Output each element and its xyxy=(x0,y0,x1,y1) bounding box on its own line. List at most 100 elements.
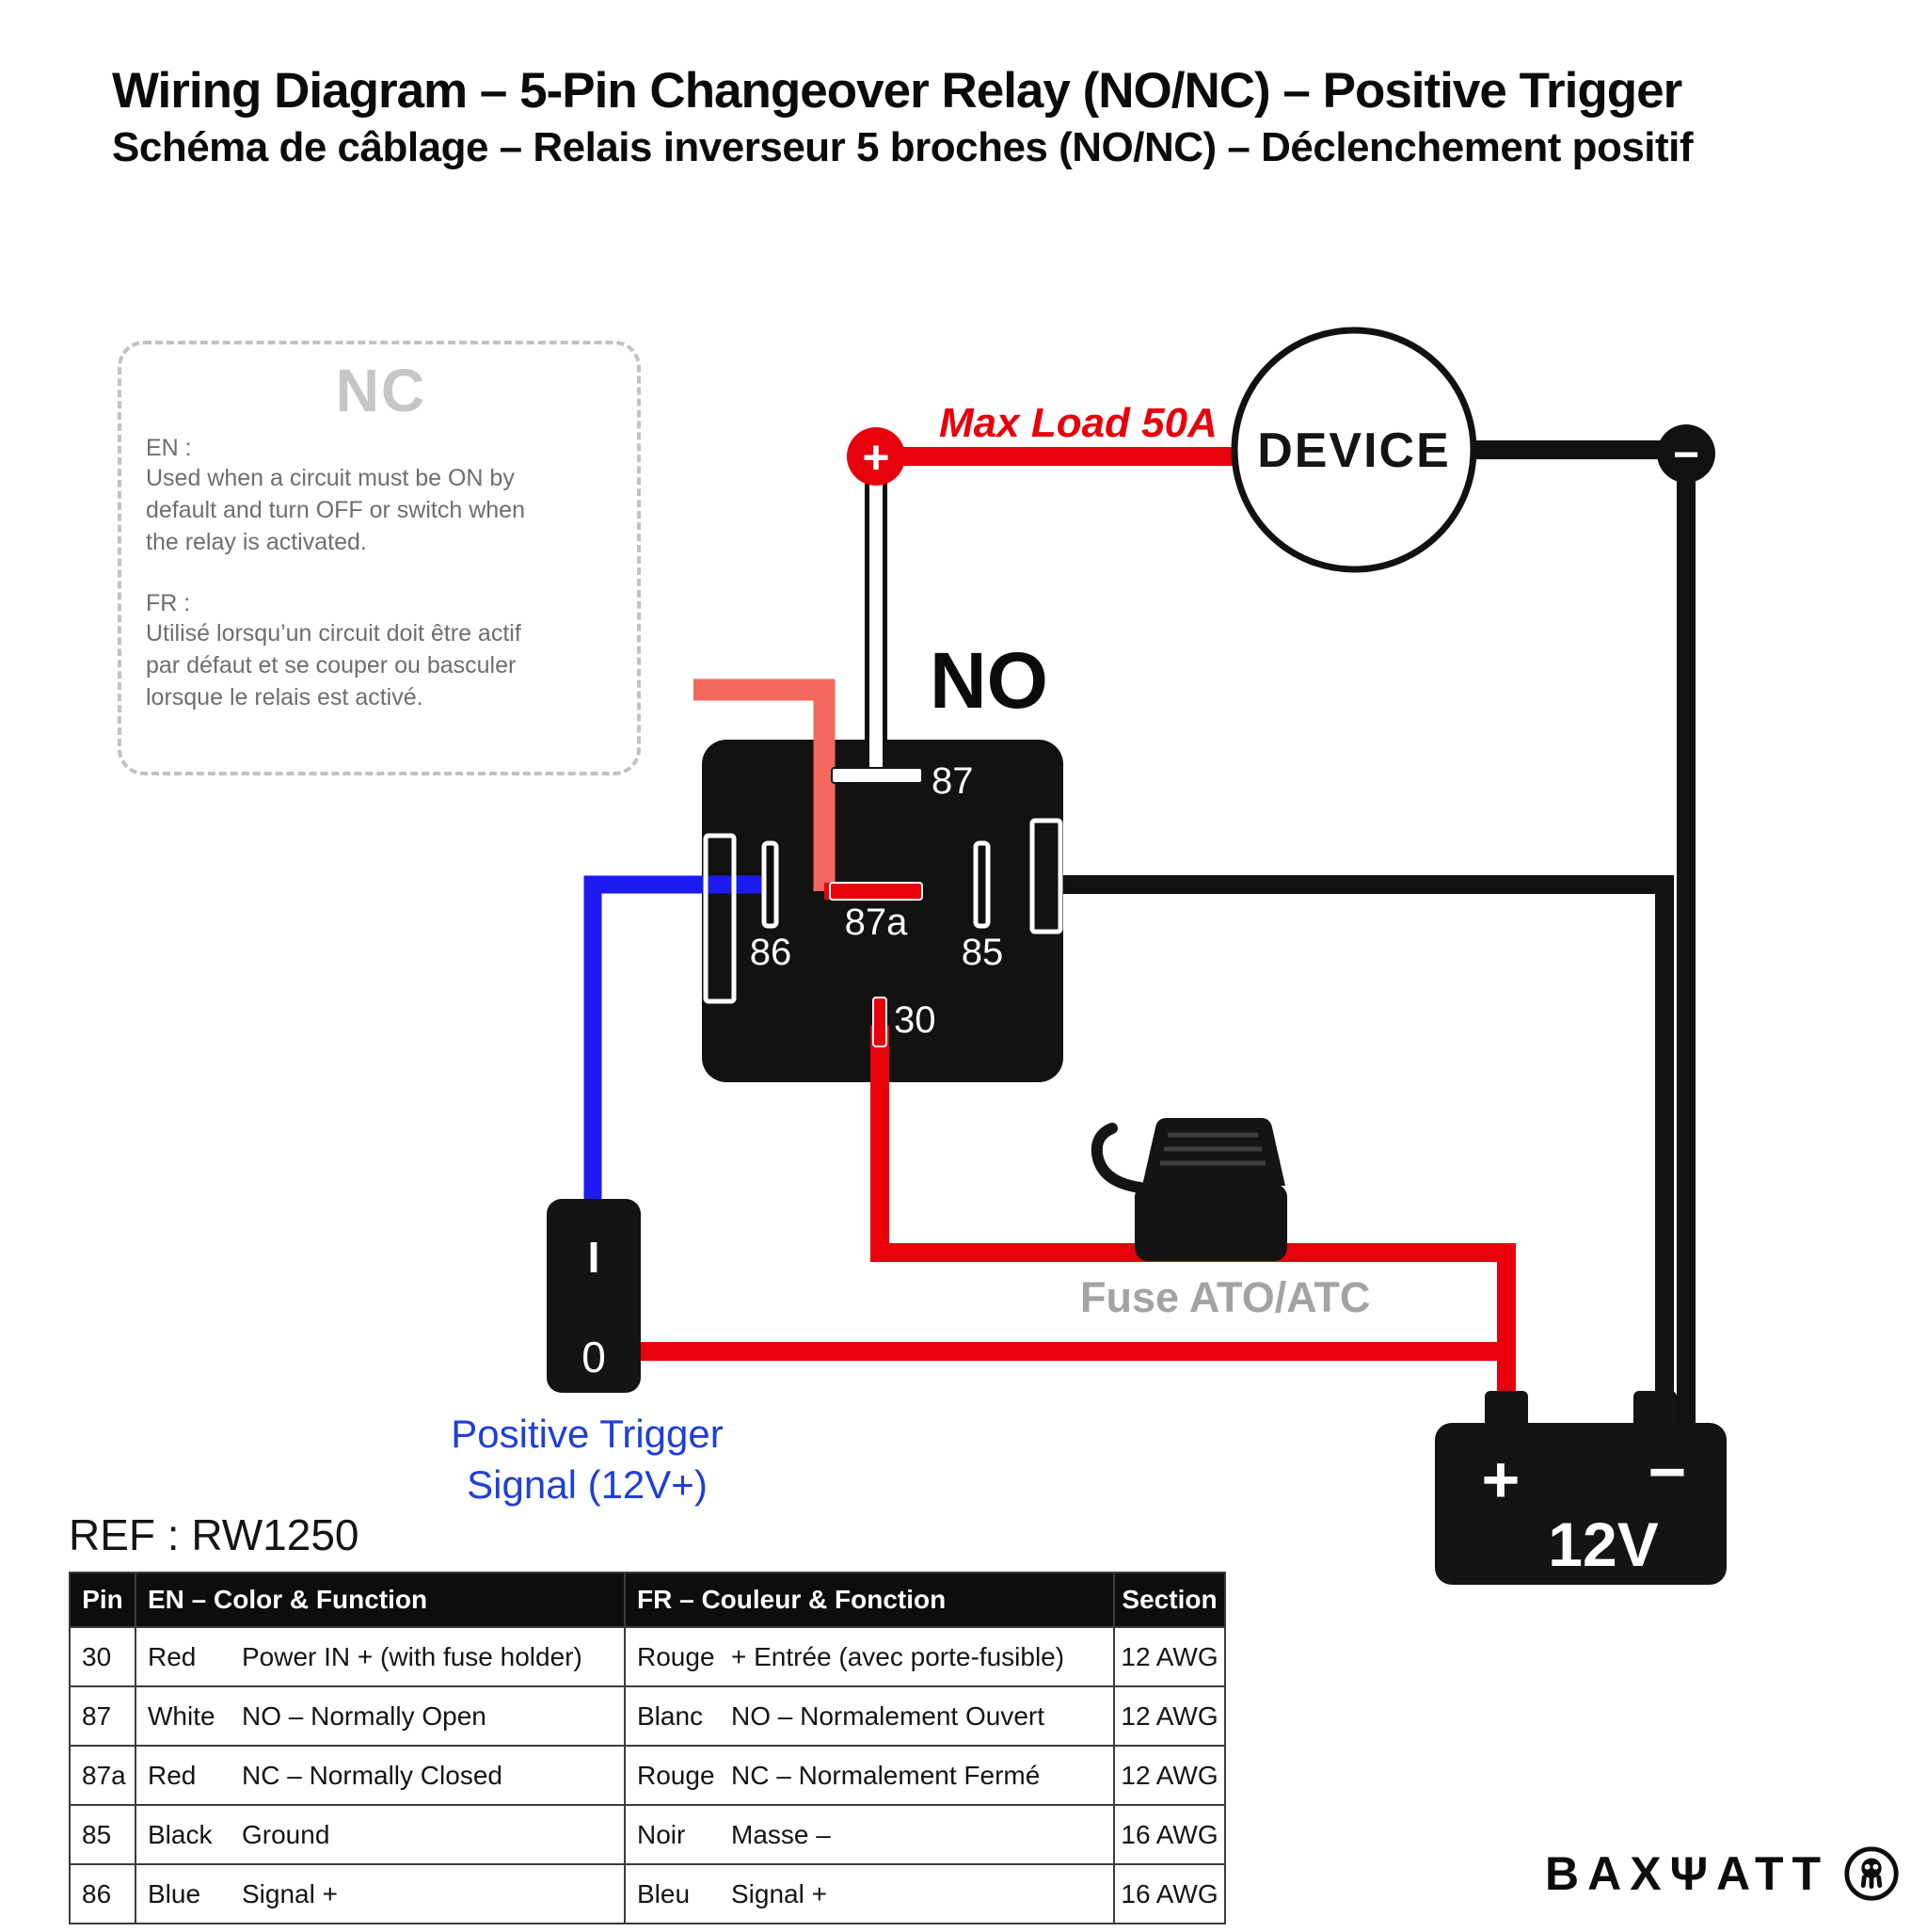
cell-en: Blue Signal + xyxy=(135,1863,626,1924)
fr-color: Noir xyxy=(637,1819,686,1849)
fr-function: NO – Normalement Ouvert xyxy=(731,1700,1044,1731)
table-row: 87 White NO – Normally Open Blanc NO – Nor… xyxy=(69,1685,1226,1747)
page-subtitle: Schéma de câblage – Relais inverseur 5 b… xyxy=(112,124,1694,170)
cell-pin: 87 xyxy=(69,1685,136,1747)
ref-label: REF : RW1250 xyxy=(69,1510,359,1559)
nc-note-heading: NC xyxy=(335,357,427,424)
minus-terminal-label: − xyxy=(1673,430,1699,480)
fr-color: Blanc xyxy=(637,1700,704,1731)
brand-logo: ΒΑΧΨΑΤΤ xyxy=(1545,1844,1901,1903)
en-function: NC – Normally Closed xyxy=(242,1760,502,1790)
positive-trigger-line1: Positive Trigger xyxy=(451,1412,724,1456)
nc-note-en-line: the relay is activated. xyxy=(146,529,367,555)
plus-terminal xyxy=(847,427,905,486)
plus-terminal-label: + xyxy=(862,431,889,484)
positive-trigger-label: Positive Trigger Signal (12V+) xyxy=(403,1409,772,1510)
relay-body xyxy=(702,740,1063,1082)
relay-bracket-right xyxy=(1029,818,1063,934)
fr-function: NC – Normalement Fermé xyxy=(731,1760,1041,1790)
cell-pin: 85 xyxy=(69,1804,136,1865)
header-section: Section xyxy=(1113,1572,1226,1628)
cell-pin: 86 xyxy=(69,1863,136,1924)
table-header-row: Pin EN – Color & Function FR – Couleur &… xyxy=(69,1572,1226,1628)
cell-pin: 87a xyxy=(69,1745,136,1806)
no-label: NO xyxy=(930,636,1048,725)
cell-section: 16 AWG xyxy=(1113,1863,1226,1924)
header-en: EN – Color & Function xyxy=(135,1572,626,1628)
pin-87a-label: 87a xyxy=(845,902,908,943)
battery: + − 12V xyxy=(1435,1391,1727,1585)
battery-minus-tab xyxy=(1633,1391,1677,1429)
pin-85-label: 85 xyxy=(962,932,1004,973)
cell-fr: Rouge+ Entrée (avec porte-fusible) xyxy=(624,1626,1115,1687)
cell-fr: Rouge NC – Normalement Fermé xyxy=(624,1745,1115,1806)
nc-note-fr-label: FR : xyxy=(146,590,191,616)
en-color: Red xyxy=(148,1641,197,1671)
fr-function: Signal + xyxy=(731,1878,827,1908)
table-row: 87a Red NC – Normally Closed Rouge NC – No… xyxy=(69,1745,1226,1806)
cell-section: 12 AWG xyxy=(1113,1745,1226,1806)
nc-note-en-line: Used when a circuit must be ON by xyxy=(146,465,515,491)
en-function: Signal + xyxy=(242,1878,338,1908)
wire-salmon-nc xyxy=(693,679,836,891)
wire-blue-signal xyxy=(583,875,772,1223)
wire-black-pin85-ground xyxy=(981,875,1674,1423)
nc-note-en-label: EN : xyxy=(146,435,192,461)
en-function: Power IN + (with fuse holder) xyxy=(242,1641,582,1671)
en-color: Red xyxy=(148,1760,197,1790)
relay-bracket-left xyxy=(703,833,737,1004)
en-color: Black xyxy=(148,1819,213,1849)
cell-en: Black Ground xyxy=(135,1804,626,1865)
pin-30-label: 30 xyxy=(894,999,936,1041)
cell-section: 16 AWG xyxy=(1113,1804,1226,1865)
pin-86-slot xyxy=(761,840,779,929)
fuse-holder xyxy=(1091,1118,1287,1261)
pin-85-slot xyxy=(973,840,991,929)
cell-en: White NO – Normally Open xyxy=(135,1685,626,1747)
cell-section: 12 AWG xyxy=(1113,1685,1226,1747)
en-color: Blue xyxy=(148,1878,201,1908)
fuse-label: Fuse ATO/ATC xyxy=(1080,1273,1370,1321)
cell-section: 12 AWG xyxy=(1113,1626,1226,1687)
battery-minus-label: − xyxy=(1648,1435,1687,1509)
pin-30-slot xyxy=(872,997,887,1047)
toggle-switch xyxy=(547,1199,641,1393)
fr-color: Bleu xyxy=(637,1878,691,1908)
battery-voltage-label: 12V xyxy=(1548,1509,1658,1579)
cell-fr: Blanc NO – Normalement Ouvert xyxy=(624,1685,1115,1747)
device-circle xyxy=(1231,327,1477,573)
en-function: Ground xyxy=(242,1819,330,1849)
page-title: Wiring Diagram – 5-Pin Changeover Relay … xyxy=(112,63,1682,119)
fr-color: Rouge xyxy=(637,1760,715,1790)
nc-note-fr-line: lorsque le relais est activé. xyxy=(146,684,423,711)
pin-86-label: 86 xyxy=(750,932,792,973)
en-function: NO – Normally Open xyxy=(242,1700,486,1731)
positive-trigger-line2: Signal (12V+) xyxy=(467,1462,708,1507)
pin-87a-slot xyxy=(829,882,923,901)
device-label: DEVICE xyxy=(1257,423,1451,478)
nc-note-fr-line: Utilisé lorsqu’un circuit doit être acti… xyxy=(146,620,521,647)
fr-function: Masse – xyxy=(731,1819,831,1849)
table-row: 85 Black Ground Noir Masse – 16 AWG xyxy=(69,1804,1226,1865)
pin-87-label: 87 xyxy=(932,760,974,802)
nc-note-en-line: default and turn OFF or switch when xyxy=(146,497,525,523)
cell-en: Red NC – Normally Closed xyxy=(135,1745,626,1806)
spec-table: Pin EN – Color & Function FR – Couleur &… xyxy=(69,1572,1226,1924)
brand-mascot-icon xyxy=(1844,1846,1899,1901)
battery-plus-tab xyxy=(1485,1391,1528,1429)
table-row: 86 Blue Signal + Bleu Signal + 16 AWG xyxy=(69,1863,1226,1924)
en-color: White xyxy=(148,1700,215,1731)
battery-plus-label: + xyxy=(1482,1443,1521,1516)
max-load-label: Max Load 50A xyxy=(939,400,1218,446)
cell-en: Red Power IN + (with fuse holder) xyxy=(135,1626,626,1687)
cell-fr: Bleu Signal + xyxy=(624,1863,1115,1924)
battery-body xyxy=(1435,1423,1727,1585)
switch-on-label: I xyxy=(588,1233,600,1282)
cell-fr: Noir Masse – xyxy=(624,1804,1115,1865)
switch-off-label: 0 xyxy=(581,1333,606,1381)
nc-note-box: NC EN : Used when a circuit must be ON b… xyxy=(118,341,641,775)
cell-pin: 30 xyxy=(69,1626,136,1687)
table-row: 30 Red Power IN + (with fuse holder) Roug… xyxy=(69,1626,1226,1687)
pin-87-slot xyxy=(831,767,923,784)
